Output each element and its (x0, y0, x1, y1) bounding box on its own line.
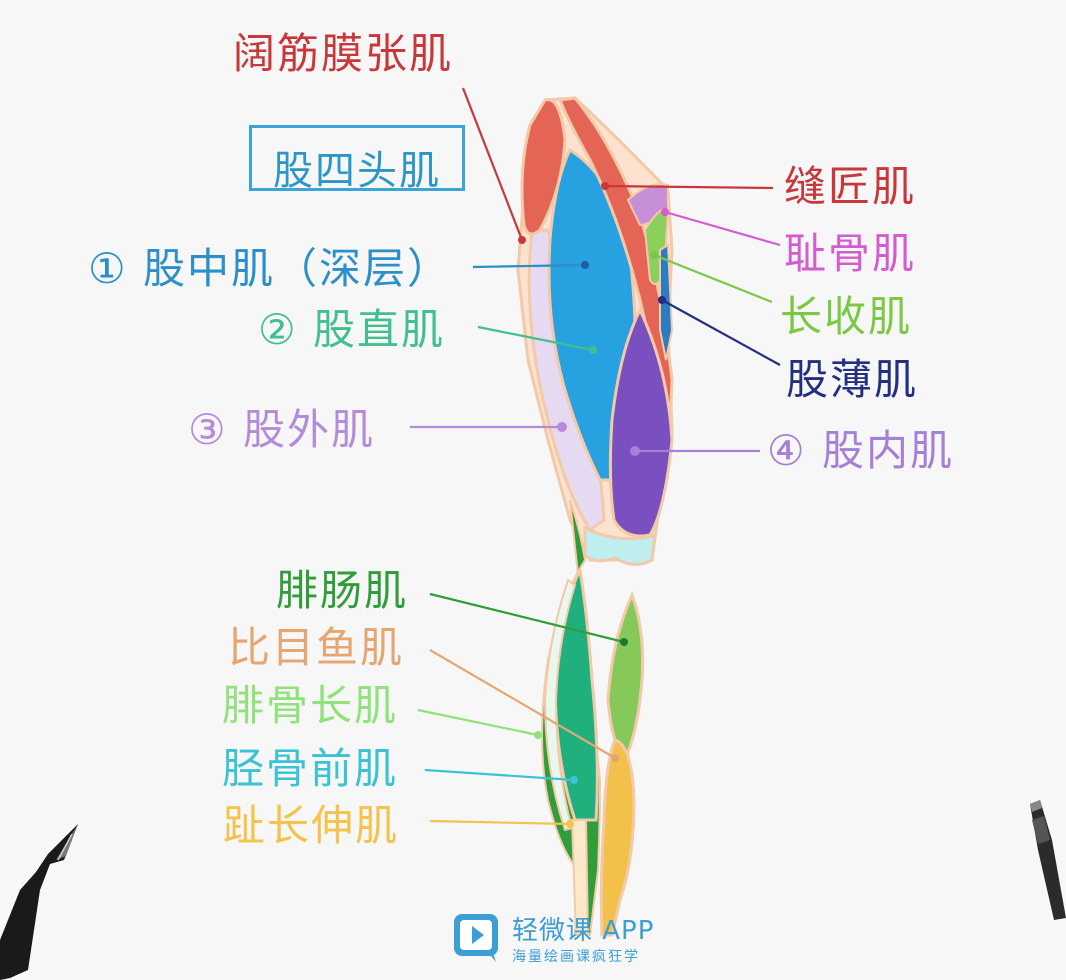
label-gracilis: 股薄肌 (786, 355, 919, 404)
dot-vastus-lateralis (557, 422, 567, 432)
leader-pectineus (664, 210, 781, 247)
title-box: 股四头肌 (249, 125, 465, 194)
fountain-pen-icon (0, 824, 78, 980)
peroneus-longus-muscle (543, 578, 577, 832)
label-ext-digitorum-longus: 趾长伸肌 (223, 801, 400, 850)
dot-adductor (650, 251, 658, 259)
label-gastrocnemius: 腓肠肌 (276, 566, 409, 615)
dot-tibialis (570, 776, 578, 784)
title-box-label: 股四头肌 (273, 148, 441, 194)
label-soleus: 比目鱼肌 (228, 623, 405, 672)
dot-vastus-medialis (630, 446, 640, 456)
leader-peroneus (417, 708, 539, 737)
dot-tfl (518, 236, 526, 244)
leader-ext-digitorum (429, 819, 571, 826)
stylus-pen-icon (1030, 800, 1066, 920)
dot-soleus (611, 754, 619, 762)
vastus-medialis-muscle (608, 306, 674, 538)
gastrocnemius-muscle (606, 591, 645, 763)
logo-subtitle: 海量绘画课疯狂学 (512, 949, 640, 965)
dot-rectus-femoris (589, 346, 597, 354)
app-logo-icon (454, 914, 498, 962)
leader-vastus-intermedius (472, 263, 586, 269)
dot-ext-digitorum (566, 820, 574, 828)
ext-digitorum-longus-muscle (570, 819, 590, 936)
label-tfl: 阔筋膜张肌 (233, 29, 454, 78)
dot-sartorius (601, 182, 609, 190)
label-peroneus-longus: 腓骨长肌 (222, 681, 399, 730)
label-vastus-medialis: ④ 股内肌 (767, 426, 955, 475)
dot-gracilis (658, 296, 666, 304)
leader-rectus-femoris (477, 325, 594, 352)
leader-gracilis (661, 299, 781, 366)
label-sartorius: 缝匠肌 (784, 162, 917, 211)
label-rectus-femoris: ② 股直肌 (258, 305, 446, 354)
soleus-muscle (599, 738, 636, 937)
label-tibialis-anterior: 胫骨前肌 (222, 744, 399, 793)
leader-sartorius (604, 184, 774, 190)
leader-tfl (461, 87, 524, 241)
leader-gastrocnemius (429, 592, 625, 644)
logo-title: 轻微课 APP (512, 916, 655, 946)
tfl-muscle (520, 98, 567, 236)
dot-gastrocnemius (620, 638, 628, 646)
dot-pectineus (661, 208, 669, 216)
label-vastus-lateralis: ③ 股外肌 (188, 405, 376, 454)
label-pectineus: 耻骨肌 (784, 229, 917, 278)
dot-vastus-intermedius (581, 261, 589, 269)
label-vastus-intermedius: ① 股中肌（深层） (88, 244, 452, 293)
leader-soleus (429, 649, 616, 759)
leader-adductor (653, 253, 773, 304)
label-adductor-longus: 长收肌 (780, 292, 913, 341)
knee-patella (583, 525, 657, 566)
leader-tibialis (424, 768, 575, 782)
dot-peroneus (534, 731, 542, 739)
